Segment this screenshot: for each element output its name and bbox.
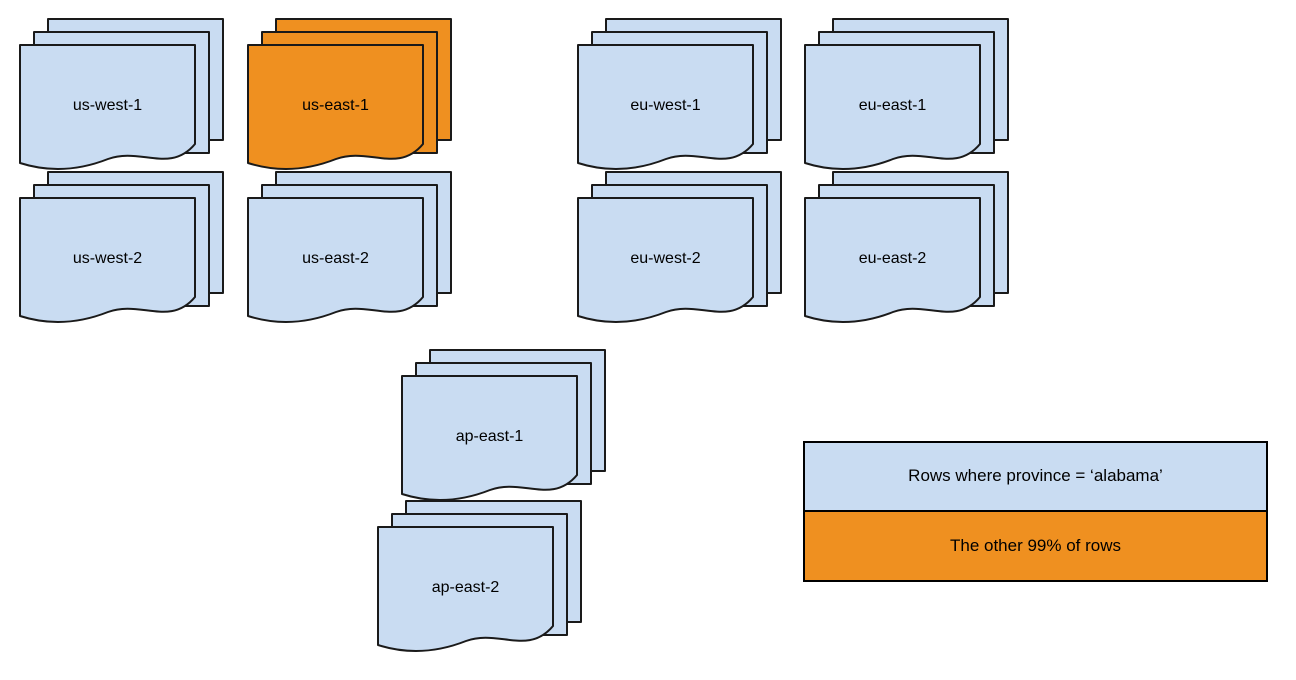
doc-stack-shape [401,349,606,501]
doc-stack-shape [19,171,224,323]
legend-item-blue: Rows where province = ‘alabama’ [805,443,1266,512]
doc-stack-shape [804,18,1009,170]
doc-stack-eu-east-2[interactable]: eu-east-2 [804,171,1020,332]
doc-stack-ap-east-2[interactable]: ap-east-2 [377,500,593,661]
legend: Rows where province = ‘alabama’ The othe… [803,441,1268,582]
doc-stack-us-west-2[interactable]: us-west-2 [19,171,235,332]
doc-stack-eu-west-2[interactable]: eu-west-2 [577,171,793,332]
doc-stack-shape [247,18,452,170]
doc-stack-shape [19,18,224,170]
doc-stack-ap-east-1[interactable]: ap-east-1 [401,349,617,510]
doc-stack-eu-east-1[interactable]: eu-east-1 [804,18,1020,179]
doc-stack-eu-west-1[interactable]: eu-west-1 [577,18,793,179]
legend-label: The other 99% of rows [949,535,1122,555]
doc-stack-shape [577,18,782,170]
doc-stack-shape [577,171,782,323]
doc-stack-shape [377,500,582,652]
legend-label: Rows where province = ‘alabama’ [908,466,1163,486]
doc-stack-us-east-1[interactable]: us-east-1 [247,18,463,179]
doc-stack-shape [804,171,1009,323]
doc-stack-us-east-2[interactable]: us-east-2 [247,171,463,332]
doc-stack-us-west-1[interactable]: us-west-1 [19,18,235,179]
doc-stack-shape [247,171,452,323]
legend-item-orange: The other 99% of rows [805,511,1266,580]
